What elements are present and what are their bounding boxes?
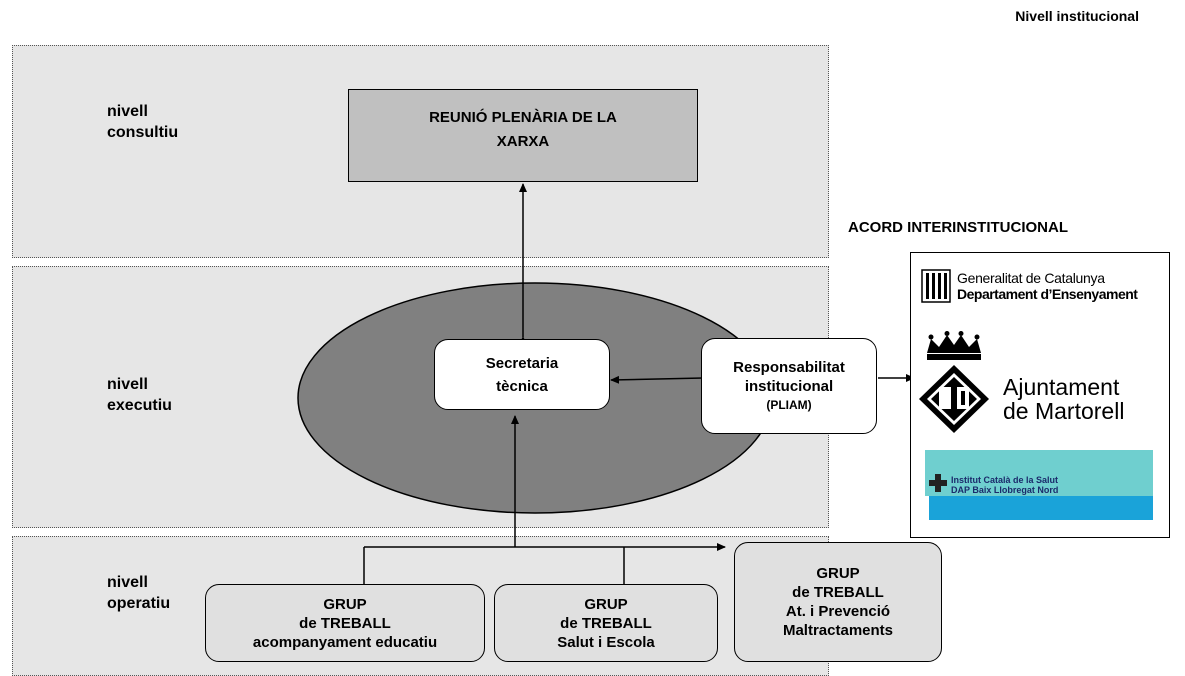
level-consultiu-line1: nivell	[107, 103, 148, 120]
generalitat-text: Generalitat de Catalunya Departament d’E…	[957, 270, 1138, 302]
ajuntament-text: Ajuntament de Martorell	[1003, 375, 1124, 423]
group1-line3: acompanyament educatiu	[252, 633, 438, 651]
institution-logos-panel: Generalitat de Catalunya Departament d’E…	[910, 252, 1170, 538]
ics-cross-icon	[929, 474, 947, 492]
arrow-resp-secretaria	[610, 375, 704, 384]
resp-line3: (PLIAM)	[766, 397, 812, 412]
generalitat-logo	[921, 269, 951, 308]
group2-line1: GRUP	[584, 595, 628, 613]
plenary-meeting-box: REUNIÓ PLENÀRIA DE LA XARXA	[348, 89, 698, 182]
ics-teal-band	[925, 450, 1153, 496]
secretaria-line1: Secretaria	[485, 354, 559, 372]
group3-line3: At. i Prevenció	[785, 603, 891, 620]
ajuntament-logo	[917, 331, 991, 441]
martorell-crest-icon	[919, 331, 989, 433]
level-label-executiu: nivell executiu	[107, 374, 172, 416]
ics-blue-band	[929, 496, 1153, 520]
group3-line1: GRUP	[816, 565, 860, 582]
group-box-maltractaments: GRUP de TREBALL At. i Prevenció Maltract…	[734, 542, 942, 662]
level-operatiu-line2: operatiu	[107, 595, 171, 612]
generalitat-line2: Departament d’Ensenyament	[957, 286, 1138, 302]
group2-line3: Salut i Escola	[557, 633, 655, 651]
group2-line2: de TREBALL	[560, 614, 652, 632]
ics-logo: Institut Català de la Salut DAP Baix Llo…	[925, 450, 1153, 522]
group3-line2: de TREBALL	[792, 584, 884, 601]
secretaria-tecnica-box: Secretaria tècnica	[434, 339, 610, 410]
level-consultiu-line2: consultiu	[107, 124, 179, 141]
level-executiu-line1: nivell	[107, 376, 148, 393]
group-box-acompanyament: GRUP de TREBALL acompanyament educatiu	[205, 584, 485, 662]
resp-line1: Responsabilitat	[733, 358, 845, 376]
nivell-institucional-title: Nivell institucional	[1015, 8, 1139, 24]
secretaria-line2: tècnica	[496, 377, 548, 395]
acord-interinstitucional-title: ACORD INTERINSTITUCIONAL	[848, 219, 1068, 236]
plenary-line1: REUNIÓ PLENÀRIA DE LA	[429, 109, 617, 126]
generalitat-emblem-icon	[921, 269, 951, 303]
level-label-operatiu: nivell operatiu	[107, 572, 170, 614]
generalitat-line1: Generalitat de Catalunya	[957, 270, 1105, 286]
ics-text: Institut Català de la Salut DAP Baix Llo…	[951, 475, 1058, 495]
group-box-salut-escola: GRUP de TREBALL Salut i Escola	[494, 584, 718, 662]
group1-line1: GRUP	[323, 595, 367, 613]
plenary-line2: XARXA	[496, 133, 550, 150]
ics-line1: Institut Català de la Salut	[951, 475, 1059, 485]
ajuntament-line2: de Martorell	[1003, 398, 1125, 424]
ics-line2: DAP Baix Llobregat Nord	[951, 485, 1059, 495]
ajuntament-line1: Ajuntament	[1003, 374, 1120, 400]
responsabilitat-institucional-box: Responsabilitat institucional (PLIAM)	[701, 338, 877, 434]
group3-line4: Maltractaments	[782, 622, 894, 639]
level-executiu-line2: executiu	[107, 397, 172, 414]
level-operatiu-line1: nivell	[107, 574, 148, 591]
resp-line2: institucional	[744, 377, 834, 395]
level-label-consultiu: nivell consultiu	[107, 101, 178, 143]
group1-line2: de TREBALL	[299, 614, 391, 632]
